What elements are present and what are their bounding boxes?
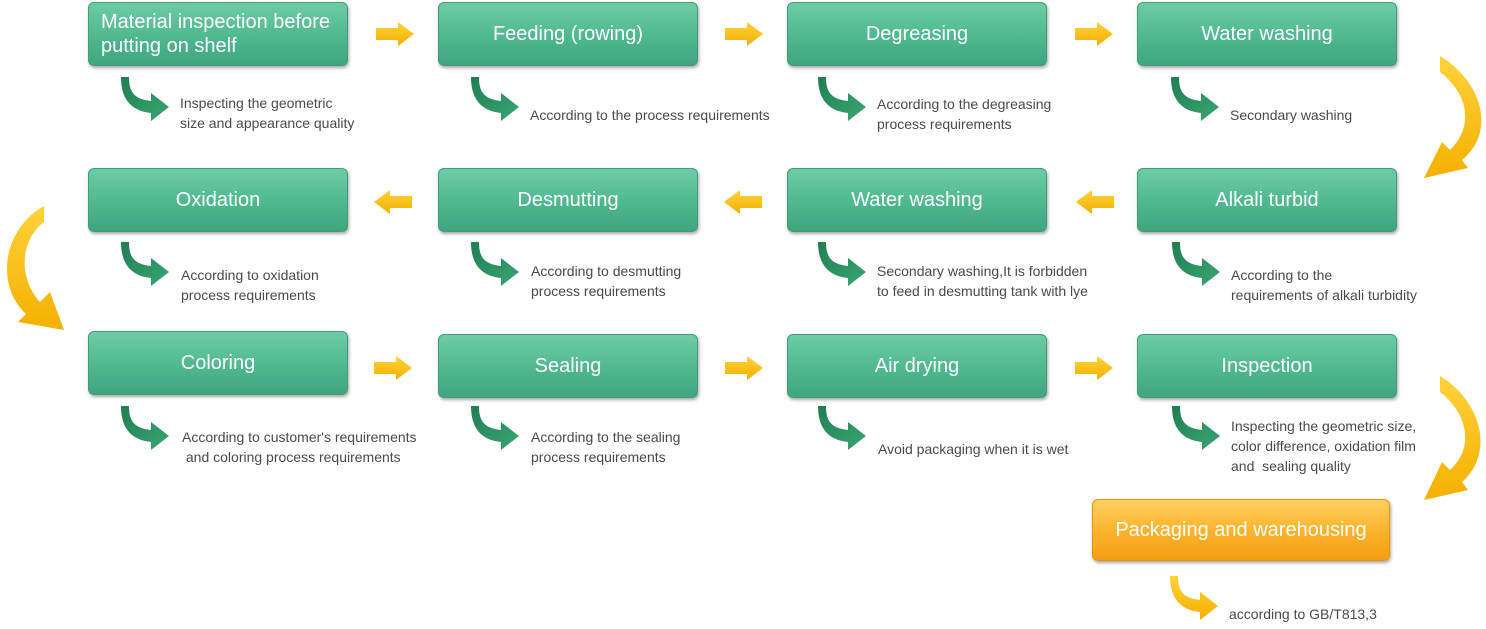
flow-arrow-right-icon bbox=[1075, 356, 1113, 380]
note-arrow-icon bbox=[471, 77, 519, 121]
step-label: Air drying bbox=[874, 355, 960, 377]
note-inspection: Inspecting the geometric size, color dif… bbox=[1231, 418, 1417, 474]
flow-arrow-left-icon bbox=[374, 190, 412, 214]
note-alkali-turbid: According to the requirements of alkali … bbox=[1231, 267, 1417, 303]
step-label: Water washing bbox=[1201, 23, 1333, 45]
step-oxidation: Oxidation bbox=[88, 168, 348, 232]
note-arrow-icon bbox=[121, 406, 169, 450]
note-oxidation: According to oxidation process requireme… bbox=[181, 267, 319, 303]
step-label: Water washing bbox=[851, 189, 983, 211]
note-water-washing-1: Secondary washing bbox=[1230, 107, 1353, 123]
note-air-drying: Avoid packaging when it is wet bbox=[878, 441, 1069, 457]
flow-arrow-right-icon bbox=[725, 22, 763, 46]
note-coloring: According to customer's requirements and… bbox=[182, 429, 417, 465]
note-arrow-icon bbox=[471, 406, 519, 450]
step-label: Packaging and warehousing bbox=[1115, 519, 1367, 541]
flow-arrow-right-icon bbox=[376, 22, 414, 46]
note-arrow-icon bbox=[818, 406, 866, 450]
step-label: Desmutting bbox=[517, 189, 619, 211]
step-degreasing: Degreasing bbox=[787, 2, 1047, 66]
note-arrow-yellow-icon bbox=[1170, 576, 1218, 620]
step-desmutting: Desmutting bbox=[438, 168, 698, 232]
note-arrow-icon bbox=[1172, 406, 1220, 450]
note-arrow-icon bbox=[818, 242, 866, 286]
note-arrow-icon bbox=[1171, 77, 1219, 121]
step-coloring: Coloring bbox=[88, 331, 348, 395]
step-feeding: Feeding (rowing) bbox=[438, 2, 698, 66]
step-label: Oxidation bbox=[175, 189, 261, 211]
curved-arrow-down-final-icon bbox=[1424, 376, 1481, 500]
note-arrow-icon bbox=[121, 242, 169, 286]
note-sealing: According to the sealing process require… bbox=[531, 429, 681, 465]
step-label: Coloring bbox=[180, 352, 256, 374]
flow-arrow-right-icon bbox=[1075, 22, 1113, 46]
curved-arrow-down-right-icon bbox=[1424, 56, 1482, 178]
note-arrow-icon bbox=[471, 242, 519, 286]
flow-arrow-left-icon bbox=[724, 190, 762, 214]
note-arrow-icon bbox=[121, 77, 169, 121]
step-label: Inspection bbox=[1221, 355, 1313, 377]
flow-arrow-right-icon bbox=[725, 356, 763, 380]
note-packaging: according to GB/T813,3 bbox=[1229, 606, 1377, 622]
step-inspection: Inspection bbox=[1137, 334, 1397, 398]
step-sealing: Sealing bbox=[438, 334, 698, 398]
note-degreasing: According to the degreasing process requ… bbox=[877, 96, 1052, 132]
step-packaging-warehousing: Packaging and warehousing bbox=[1092, 499, 1390, 561]
note-water-washing-2: Secondary washing,It is forbidden to fee… bbox=[877, 263, 1088, 299]
step-label: Material inspection before putting on sh… bbox=[101, 11, 331, 57]
note-desmutting: According to desmutting process requirem… bbox=[531, 263, 682, 299]
note-arrow-icon bbox=[818, 77, 866, 121]
note-feeding: According to the process requirements bbox=[530, 107, 770, 123]
flow-arrow-right-icon bbox=[374, 356, 412, 380]
step-alkali-turbid: Alkali turbid bbox=[1137, 168, 1397, 232]
step-label: Feeding (rowing) bbox=[492, 23, 644, 45]
curved-arrow-down-left-icon bbox=[6, 206, 64, 330]
note-arrow-icon bbox=[1172, 242, 1220, 286]
step-label: Degreasing bbox=[865, 23, 969, 45]
step-water-washing-2: Water washing bbox=[787, 168, 1047, 232]
step-air-drying: Air drying bbox=[787, 334, 1047, 398]
note-material-inspection: Inspecting the geometric size and appear… bbox=[180, 95, 355, 131]
step-water-washing-1: Water washing bbox=[1137, 2, 1397, 66]
flow-arrow-left-icon bbox=[1076, 190, 1114, 214]
step-label: Sealing bbox=[534, 355, 602, 377]
step-label: Alkali turbid bbox=[1215, 189, 1319, 211]
step-material-inspection: Material inspection before putting on sh… bbox=[88, 2, 348, 66]
